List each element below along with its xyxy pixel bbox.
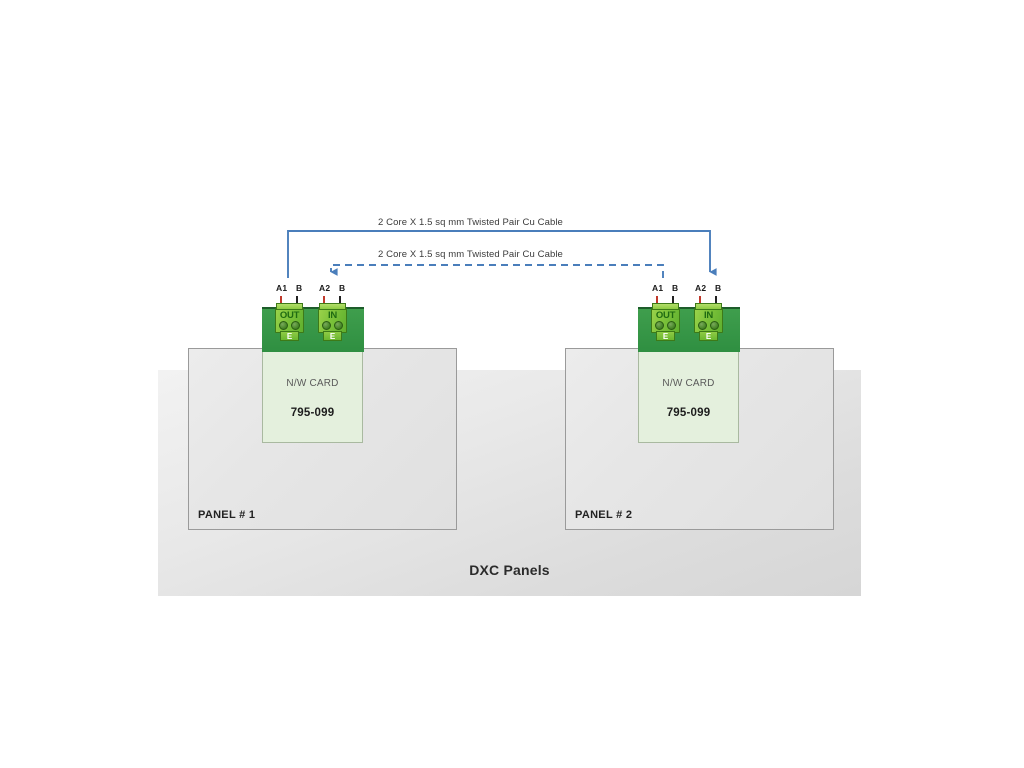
panel-1-pin-label-a2: A2 [319, 283, 331, 293]
panel-2-in-earth: E [699, 331, 718, 341]
panel-1-out-pin-a1 [280, 296, 282, 303]
panel-2-in-screw-2 [710, 321, 719, 330]
panel-2-nw-card-title: N/W CARD [662, 378, 715, 389]
panel-1-out-screw-2 [291, 321, 300, 330]
panel-2-out-word: OUT [655, 310, 676, 321]
panel-2-out-pin-b [672, 296, 674, 303]
panel-2-in-top [695, 303, 722, 310]
panel-1-pin-label-b2: B [339, 283, 346, 293]
panel-1-in-screw-2 [334, 321, 343, 330]
panel-1-in-top [319, 303, 346, 310]
panel-1-pin-label-b1: B [296, 283, 303, 293]
panel-2-label: PANEL # 2 [575, 509, 633, 521]
panel-2-in-word: IN [704, 310, 713, 321]
panel-2-pin-label-b2: B [715, 283, 722, 293]
panel-1-nw-card-title: N/W CARD [286, 378, 339, 389]
panel-2-out-screw-2 [667, 321, 676, 330]
panel-1-label: PANEL # 1 [198, 509, 256, 521]
panel-1-out-top [276, 303, 303, 310]
panel-1-out-word: OUT [279, 310, 300, 321]
diagram-caption: DXC Panels [469, 562, 550, 578]
panel-1-nw-card[interactable]: N/W CARD 795-099 [262, 340, 363, 443]
panel-2-pin-label-a2: A2 [695, 283, 707, 293]
panel-2-connector-out[interactable]: OUT E [651, 296, 680, 341]
cable-dashed-path [330, 264, 664, 278]
panel-2-nw-card-code: 795-099 [666, 407, 711, 419]
panel-1-out-earth: E [280, 331, 299, 341]
panel-2-out-screw-1 [655, 321, 664, 330]
panel-2-pin-label-a1: A1 [652, 283, 664, 293]
panel-2-nw-card[interactable]: N/W CARD 795-099 [638, 340, 739, 443]
cable-label-dashed: 2 Core X 1.5 sq mm Twisted Pair Cu Cable [378, 249, 563, 260]
panel-1-out-pin-b [296, 296, 298, 303]
panel-2-in-screw-1 [698, 321, 707, 330]
panel-1-nw-card-code: 795-099 [290, 407, 335, 419]
panel-1-in-pin-a2 [323, 296, 325, 303]
panel-1-connector-out[interactable]: OUT E [275, 296, 304, 341]
panel-2-in-pin-a2 [699, 296, 701, 303]
panel-1-in-pin-b [339, 296, 341, 303]
panel-1-in-earth: E [323, 331, 342, 341]
panel-1-pin-label-a1: A1 [276, 283, 288, 293]
panel-1-connector-in[interactable]: IN E [318, 296, 347, 341]
cable-label-solid: 2 Core X 1.5 sq mm Twisted Pair Cu Cable [378, 217, 563, 228]
panel-1-in-screw-1 [322, 321, 331, 330]
panel-2-pin-label-b1: B [672, 283, 679, 293]
panel-1-in-word: IN [328, 310, 337, 321]
panel-2-out-pin-a1 [656, 296, 658, 303]
panel-2-connector-in[interactable]: IN E [694, 296, 723, 341]
panel-2-in-pin-b [715, 296, 717, 303]
panel-2-out-earth: E [656, 331, 675, 341]
panel-1-out-screw-1 [279, 321, 288, 330]
panel-2-out-top [652, 303, 679, 310]
